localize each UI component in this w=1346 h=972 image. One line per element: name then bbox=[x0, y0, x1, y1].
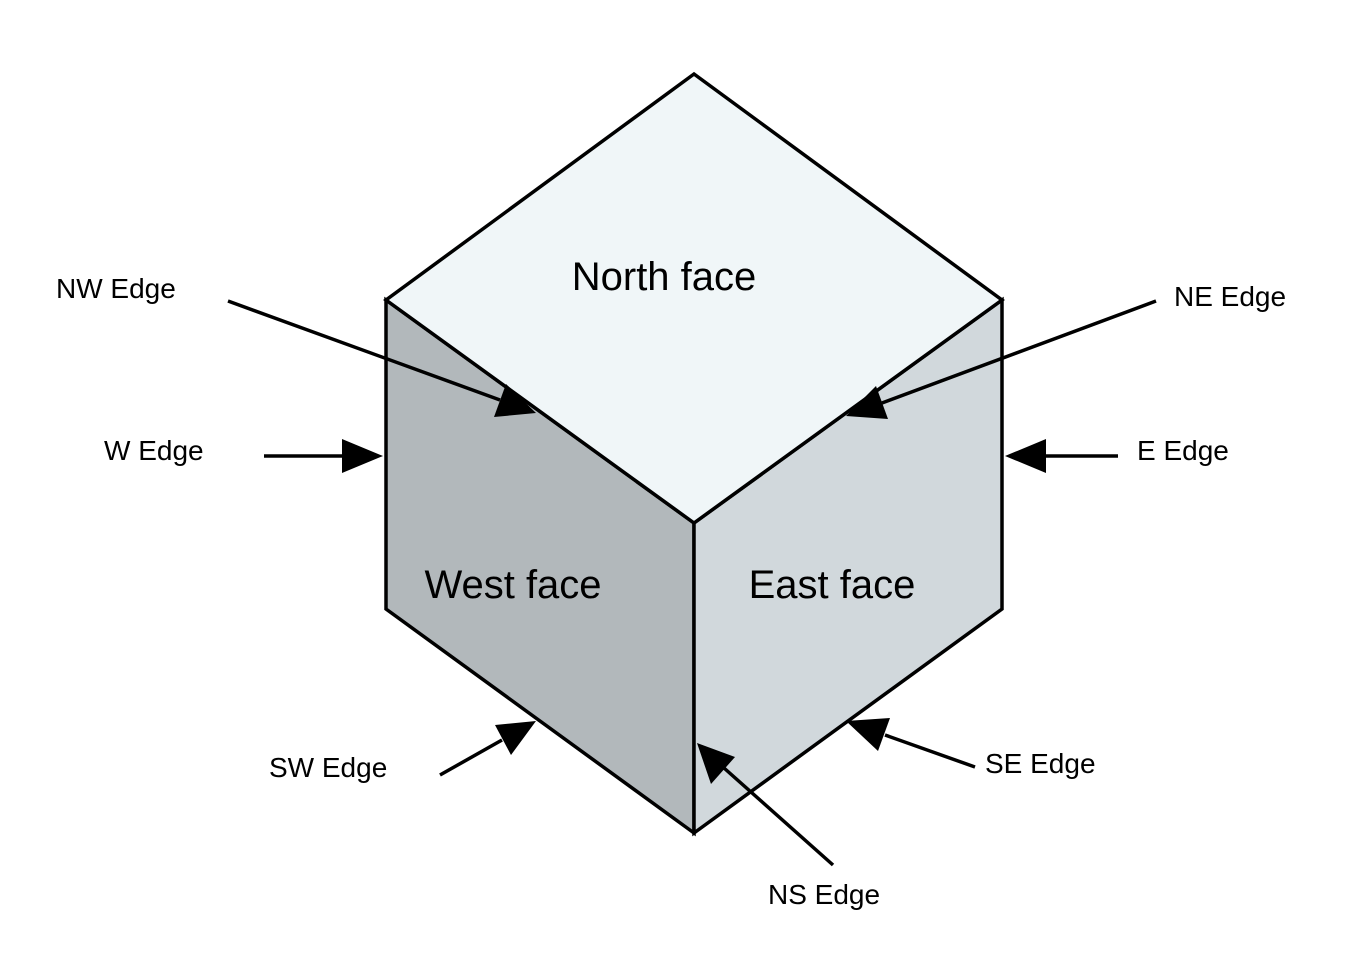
east-face-label: East face bbox=[749, 563, 916, 607]
e-edge-arrow bbox=[1005, 439, 1118, 473]
ns-edge-label: NS Edge bbox=[768, 879, 880, 910]
se-edge-label: SE Edge bbox=[985, 748, 1096, 779]
w-edge-arrow bbox=[264, 439, 383, 473]
sw-edge-arrow bbox=[439, 721, 536, 777]
sw-edge-label: SW Edge bbox=[269, 752, 387, 783]
e-edge-label: E Edge bbox=[1137, 435, 1229, 466]
nw-edge-label: NW Edge bbox=[56, 273, 176, 304]
ns-edge-arrow bbox=[697, 743, 835, 867]
north-face bbox=[383, 71, 1005, 526]
ne-edge-arrow bbox=[846, 299, 1157, 419]
nw-edge-arrow bbox=[227, 299, 536, 417]
se-edge-arrow bbox=[846, 718, 976, 769]
west-face-label: West face bbox=[424, 563, 601, 607]
north-face-label: North face bbox=[572, 255, 757, 299]
w-edge-label: W Edge bbox=[104, 435, 204, 466]
ne-edge-label: NE Edge bbox=[1174, 281, 1286, 312]
